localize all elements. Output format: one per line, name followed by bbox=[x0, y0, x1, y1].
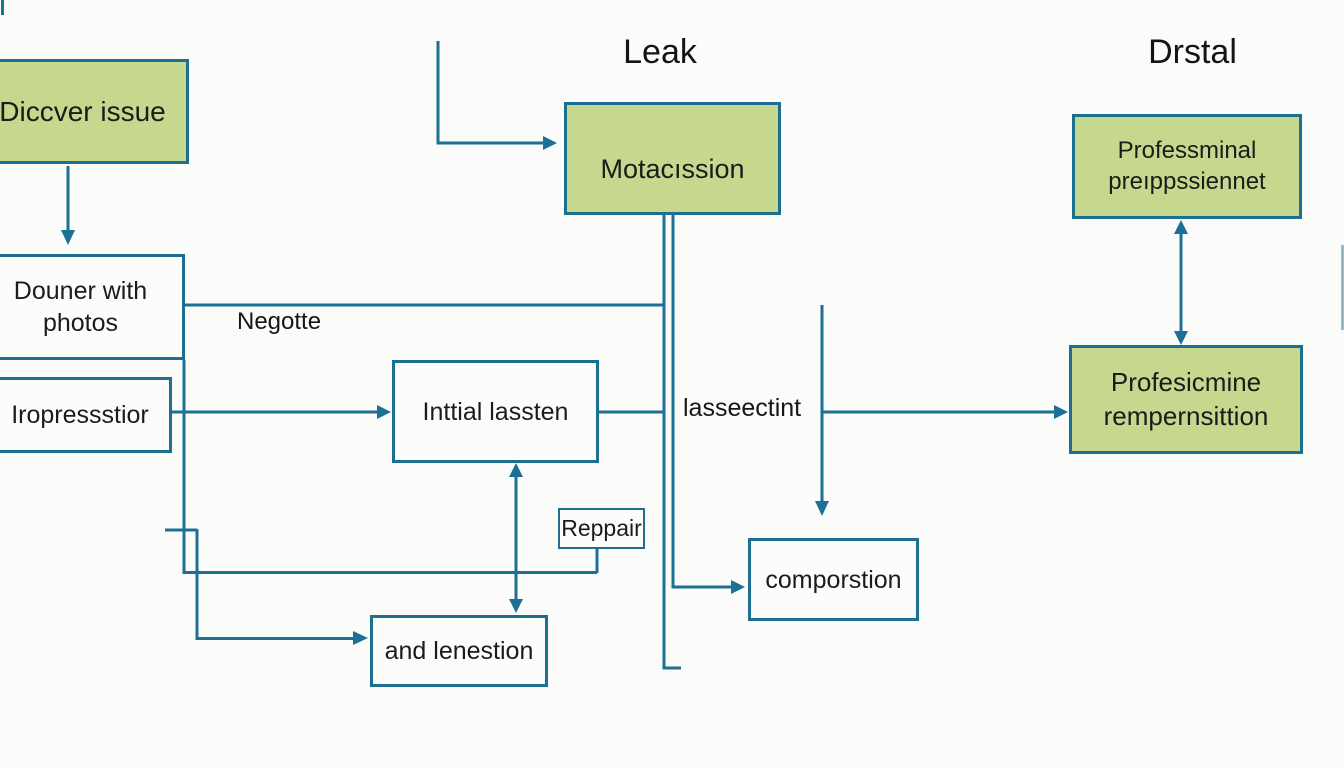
section-title-leak: Leak bbox=[623, 33, 697, 71]
section-title-drstal: Drstal bbox=[1148, 33, 1237, 71]
edge-label-lasseectint: lasseectint bbox=[683, 394, 802, 422]
edge-inttial-andlenestion-doublearrow bbox=[509, 463, 523, 613]
node-iropressstior: Iropressstior bbox=[0, 377, 172, 453]
node-reppair: Reppair bbox=[558, 508, 645, 549]
node-professminal-preippssiennet: Professminal preıppssiennet bbox=[1072, 114, 1302, 219]
node-and-lenestion: and lenestion bbox=[370, 615, 548, 687]
edge-lasseectint-to-profesicmine bbox=[822, 405, 1068, 419]
node-discover-issue: Diccver issue bbox=[0, 59, 189, 164]
edge-lasseectint-down-to-comporstion bbox=[815, 305, 829, 516]
edge-iropress-to-inttial bbox=[172, 405, 391, 419]
edge-professminal-profesicmine-doublearrow bbox=[1174, 220, 1188, 345]
edge-label-negotte: Negotte bbox=[237, 308, 322, 335]
edge-elbow-to-and-lenestion bbox=[165, 528, 368, 645]
edge-motacission-drop-right-to-comporstion bbox=[671, 215, 745, 594]
node-douner-with-photos: Douner with photos bbox=[0, 254, 185, 360]
node-comporstion: comporstion bbox=[748, 538, 919, 621]
node-motacission: Motacıssion bbox=[564, 102, 781, 215]
node-inttial-lassten: Inttial lassten bbox=[392, 360, 599, 463]
edge-discover-to-douner bbox=[61, 166, 75, 245]
edge-motacission-drop-left bbox=[662, 215, 681, 670]
edge-douner-down-to-reppair bbox=[182, 360, 599, 574]
edge-elbow-to-motacission bbox=[436, 41, 557, 150]
node-profesicmine-rempernsittion: Profesicmine rempernsittion bbox=[1069, 345, 1303, 454]
